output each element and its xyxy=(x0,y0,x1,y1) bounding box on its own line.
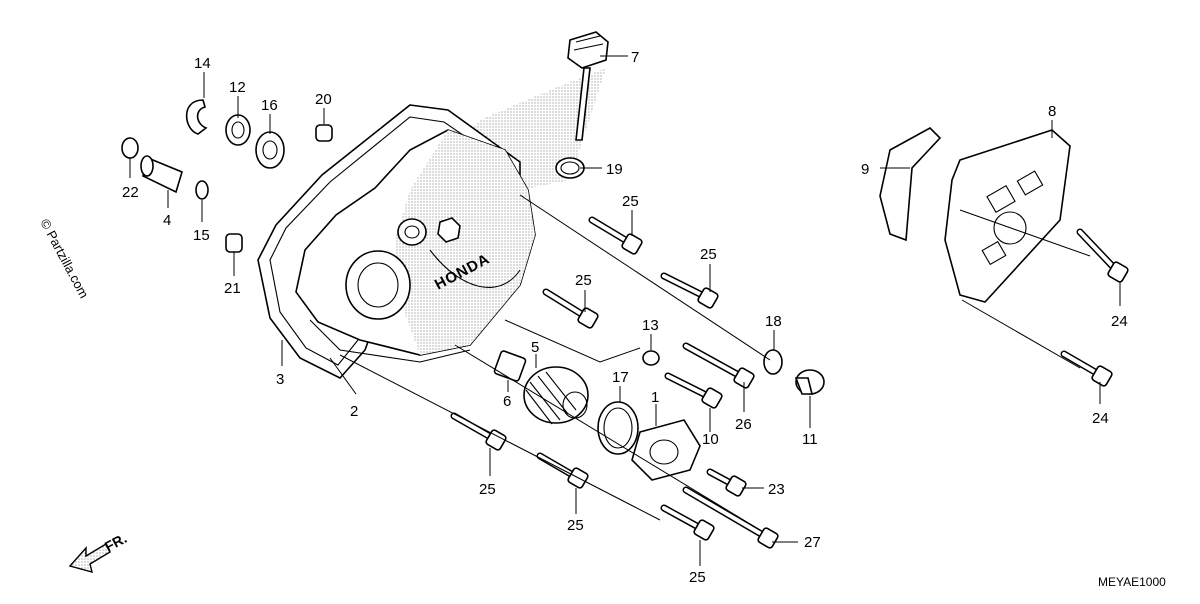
label-5: 5 xyxy=(531,339,539,356)
sprocket-cover-8-slot-a xyxy=(986,184,1016,214)
diagram-code: MEYAE1000 xyxy=(1098,575,1166,589)
washer-12 xyxy=(225,114,251,146)
sprocket-cover-8 xyxy=(944,129,1071,303)
o-ring-17-inner xyxy=(603,407,633,449)
label-23: 23 xyxy=(768,481,785,498)
spring-6 xyxy=(493,350,527,382)
cover-lower-edge xyxy=(309,319,471,363)
label-25-f: 25 xyxy=(689,569,706,586)
bolt-shank-fill xyxy=(1078,230,1120,274)
label-4: 4 xyxy=(163,212,171,229)
washer-15 xyxy=(195,180,209,200)
filter-cover-1 xyxy=(631,419,701,481)
sprocket-cover-8-hole xyxy=(993,211,1027,245)
label-17: 17 xyxy=(612,369,629,386)
bolt-shank-fill xyxy=(684,488,770,540)
cover-shading xyxy=(395,130,535,355)
leader-lines xyxy=(129,55,1121,566)
oil-dipstick xyxy=(575,67,591,141)
label-7: 7 xyxy=(631,49,639,66)
bolt-head xyxy=(577,307,599,329)
sprocket-cover-8-slot-c xyxy=(981,240,1007,266)
label-16: 16 xyxy=(261,97,278,114)
plug-11-body xyxy=(794,377,814,395)
label-25-c: 25 xyxy=(575,272,592,289)
bolt-head xyxy=(1091,365,1113,387)
cover-rib xyxy=(429,249,521,288)
label-25-b: 25 xyxy=(700,246,717,263)
bolt-head xyxy=(697,287,719,309)
snap-ring-14 xyxy=(185,99,208,135)
o-ring-19-inner xyxy=(560,161,580,175)
label-21: 21 xyxy=(224,280,241,297)
label-11: 11 xyxy=(802,431,818,448)
part-labels: 1 2 3 4 5 6 7 8 9 10 11 12 13 14 15 16 1… xyxy=(122,49,1128,586)
front-arrow: FR. xyxy=(68,530,129,573)
label-27: 27 xyxy=(804,534,821,551)
label-26: 26 xyxy=(735,416,752,433)
oil-cap-ribs xyxy=(573,35,604,51)
oil-filter-5-pleats xyxy=(525,371,577,425)
label-2: 2 xyxy=(350,403,358,420)
front-arrow-icon xyxy=(68,543,111,573)
label-18: 18 xyxy=(765,313,782,330)
label-6: 6 xyxy=(503,393,511,410)
washer-18 xyxy=(763,349,783,375)
bolt-head xyxy=(693,519,715,541)
bolt-head xyxy=(733,367,755,389)
cover-boss-small-bore xyxy=(404,225,420,239)
shaft-4-end xyxy=(140,155,154,177)
bolt-head xyxy=(725,475,747,497)
guard-9 xyxy=(879,127,942,242)
label-1: 1 xyxy=(651,389,659,406)
label-15: 15 xyxy=(193,227,210,244)
cover-boss-small xyxy=(397,218,427,246)
label-22: 22 xyxy=(122,184,139,201)
label-10: 10 xyxy=(702,431,719,448)
label-20: 20 xyxy=(315,91,332,108)
label-14: 14 xyxy=(194,55,211,72)
dowel-pin-20 xyxy=(315,124,333,142)
sprocket-cover-8-slot-b xyxy=(1016,170,1044,196)
bolt-head xyxy=(1107,261,1129,283)
label-25-e: 25 xyxy=(567,517,584,534)
collar-22 xyxy=(121,137,139,159)
bearing-16-bore xyxy=(262,140,278,160)
dowel-pin-21 xyxy=(225,233,243,253)
label-24-a: 24 xyxy=(1111,313,1128,330)
label-25-a: 25 xyxy=(622,193,639,210)
watermark: © Partzilla.com xyxy=(37,216,91,300)
bolt-shank-fill xyxy=(684,344,746,380)
bolt-head xyxy=(701,387,723,409)
label-19: 19 xyxy=(606,161,623,178)
label-9: 9 xyxy=(861,161,869,178)
cover-boss-bore xyxy=(357,262,399,308)
cover-hex-plug xyxy=(437,217,461,243)
label-8: 8 xyxy=(1048,103,1056,120)
label-3: 3 xyxy=(276,371,284,388)
washer-12-bore xyxy=(231,121,245,139)
o-ring-19 xyxy=(555,157,585,179)
filter-cover-1-boss xyxy=(649,439,679,465)
label-12: 12 xyxy=(229,79,246,96)
label-25-d: 25 xyxy=(479,481,496,498)
cover-boss-large xyxy=(345,250,411,320)
washer-13 xyxy=(642,350,660,366)
bearing-16 xyxy=(255,131,285,169)
label-24-b: 24 xyxy=(1092,410,1109,427)
bolt-head xyxy=(621,233,643,255)
bolt-head xyxy=(485,429,507,451)
label-13: 13 xyxy=(642,317,659,334)
